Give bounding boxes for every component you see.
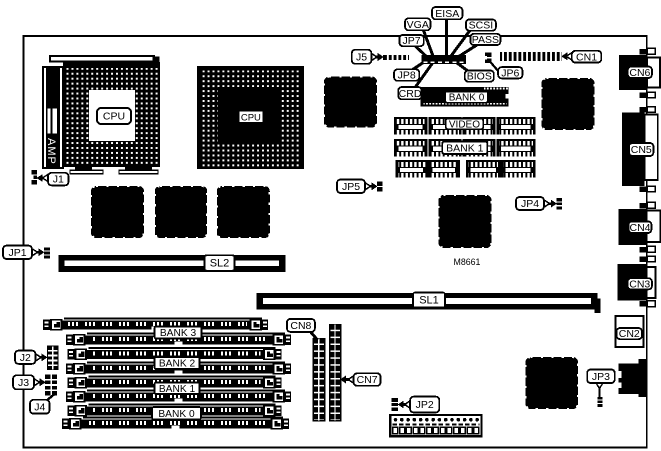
svg-text:SCSI: SCSI [469,20,494,32]
svg-text:VIDEO: VIDEO [449,119,480,130]
svg-text:JP3: JP3 [592,371,610,383]
svg-text:BANK 2: BANK 2 [159,359,196,370]
svg-text:JP8: JP8 [398,70,416,82]
svg-text:PASS: PASS [472,34,499,46]
svg-text:CN6: CN6 [629,67,650,79]
svg-text:EISA: EISA [435,8,459,20]
svg-text:J3: J3 [18,377,29,389]
svg-text:CN5: CN5 [631,144,652,156]
svg-text:J1: J1 [53,174,64,186]
svg-text:CRD: CRD [399,88,422,100]
svg-text:CN3: CN3 [629,278,650,290]
svg-text:JP5: JP5 [342,181,360,193]
svg-text:JP2: JP2 [416,399,434,411]
svg-text:JP7: JP7 [403,35,421,47]
svg-text:CN2: CN2 [619,328,640,340]
svg-text:J4: J4 [34,401,45,413]
svg-text:AMP: AMP [45,138,57,165]
svg-text:BANK 0: BANK 0 [158,409,195,420]
svg-text:BANK 0: BANK 0 [449,93,485,104]
svg-text:J5: J5 [356,51,367,63]
svg-text:CN7: CN7 [357,374,378,386]
svg-text:J2: J2 [20,352,31,364]
svg-text:CN1: CN1 [576,51,597,63]
svg-text:VGA: VGA [407,19,429,31]
svg-text:BANK 3: BANK 3 [160,328,197,339]
svg-text:CN8: CN8 [290,320,311,332]
svg-text:CN4: CN4 [629,222,650,234]
svg-text:JP6: JP6 [501,67,519,79]
svg-text:JP1: JP1 [8,247,26,259]
svg-text:CPU: CPU [241,112,261,123]
svg-text:BIOS: BIOS [467,71,492,83]
svg-text:BANK 1: BANK 1 [159,384,196,395]
svg-text:BANK 1: BANK 1 [446,142,484,154]
svg-text:CPU: CPU [103,111,125,123]
svg-text:SL1: SL1 [419,295,439,307]
svg-text:M8661: M8661 [454,257,481,267]
svg-text:JP4: JP4 [521,198,539,210]
svg-text:SL2: SL2 [210,258,230,270]
